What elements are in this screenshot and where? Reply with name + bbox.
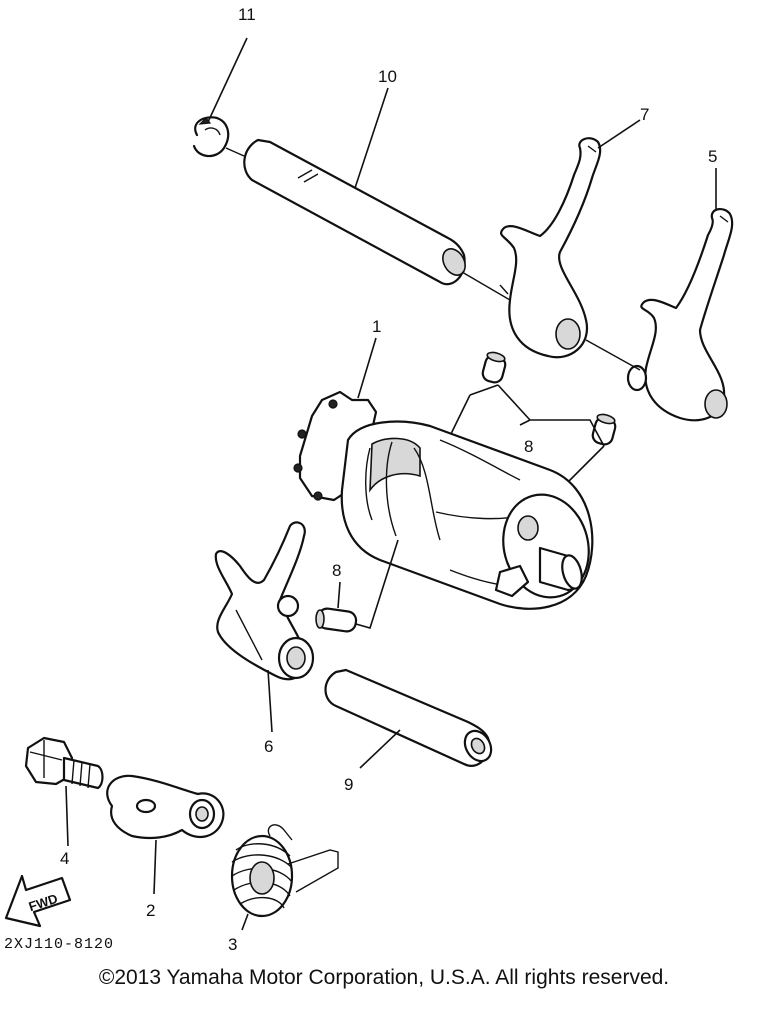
- leader-8-upper: [497, 384, 605, 447]
- part-9-guide-bar[interactable]: [324, 668, 497, 767]
- part-8-pin-lower[interactable]: [315, 607, 358, 633]
- part-8-pin-upper-left[interactable]: [481, 351, 507, 384]
- callout-4: 4: [60, 849, 69, 868]
- leader-3: [241, 913, 249, 931]
- part-8-pin-upper-right[interactable]: [591, 413, 617, 446]
- guide-bar-axis-2: [585, 339, 641, 371]
- exploded-parts-diagram: 11 10 7 5 8: [4, 5, 734, 954]
- leader-2: [153, 839, 157, 895]
- part-11-circlip[interactable]: [192, 116, 230, 158]
- leader-8-lower: [337, 539, 399, 629]
- callout-5: 5: [708, 147, 717, 166]
- callout-7: 7: [640, 105, 649, 124]
- leader-10: [354, 87, 389, 189]
- leader-11: [207, 37, 248, 123]
- part-7-shift-fork[interactable]: [499, 137, 602, 359]
- part-4-bolt[interactable]: [24, 736, 104, 790]
- pin-axis-upper: [447, 384, 499, 441]
- fwd-direction-arrow: FWD: [4, 874, 72, 928]
- leader-1: [357, 337, 377, 399]
- callout-1: 1: [372, 317, 381, 336]
- part-3-torsion-spring[interactable]: [230, 824, 339, 918]
- callout-9: 9: [344, 775, 353, 794]
- callout-2: 2: [146, 901, 155, 920]
- callout-3: 3: [228, 935, 237, 954]
- callout-8-lower: 8: [332, 561, 341, 580]
- guide-bar-axis: [461, 271, 511, 301]
- callout-8-upper: 8: [524, 437, 533, 456]
- leader-4: [65, 785, 69, 847]
- part-2-stopper-lever[interactable]: [106, 774, 225, 840]
- drawing-code: 2XJ110-8120: [4, 936, 114, 953]
- callout-11: 11: [238, 5, 256, 24]
- part-10-guide-bar[interactable]: [225, 138, 470, 286]
- copyright-notice: ©2013 Yamaha Motor Corporation, U.S.A. A…: [98, 966, 670, 989]
- callout-10: 10: [378, 67, 397, 86]
- leader-6: [267, 669, 273, 733]
- part-1-shift-drum[interactable]: [293, 390, 600, 610]
- leader-9: [359, 729, 401, 769]
- part-5-shift-fork[interactable]: [626, 208, 734, 422]
- part-6-shift-fork[interactable]: [214, 521, 315, 681]
- callout-6: 6: [264, 737, 273, 756]
- leader-7: [597, 119, 641, 149]
